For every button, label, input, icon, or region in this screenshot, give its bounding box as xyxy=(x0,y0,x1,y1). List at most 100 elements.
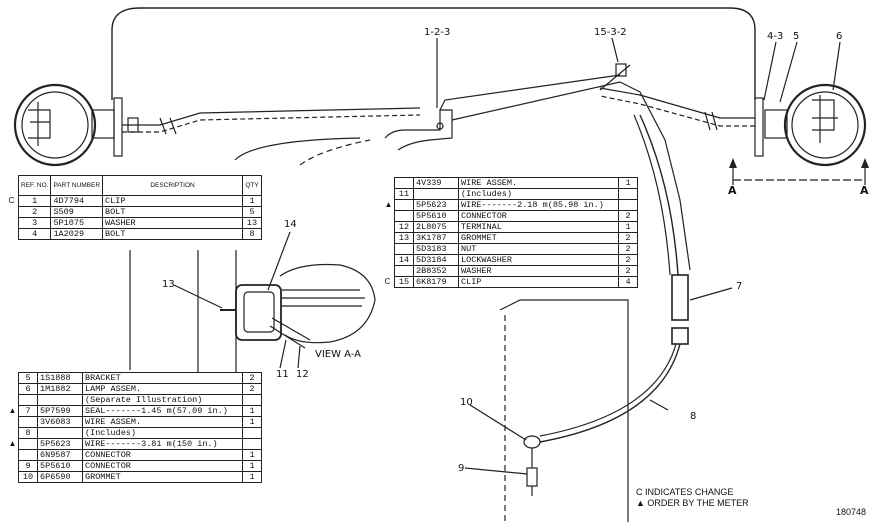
section-mark-right: A xyxy=(860,184,869,197)
callout-11: 11 xyxy=(276,369,289,380)
table1-cell-desc: BOLT xyxy=(102,206,243,218)
table1-cell-ref: 2 xyxy=(17,206,52,218)
table3-cell-desc: SEAL-------1.45 m(57.09 in.) xyxy=(82,405,243,417)
table2-row-mark: ▲ xyxy=(384,199,393,209)
table3-cell-part xyxy=(37,394,83,406)
table3-cell-part: 6N9587 xyxy=(37,449,83,461)
table3-cell-part: 3V6083 xyxy=(37,416,83,428)
table1-cell-qty: 1 xyxy=(242,195,262,207)
table2-cell-ref xyxy=(394,210,414,222)
callout-13: 13 xyxy=(162,279,175,290)
table2-cell-ref xyxy=(394,265,414,277)
table3-cell-part: 1S1888 xyxy=(37,372,83,384)
table3-cell-part: 5P7599 xyxy=(37,405,83,417)
table2-cell-part: 2B8352 xyxy=(413,265,459,277)
table2-cell-desc: WASHER xyxy=(458,265,619,277)
table3-cell-part: 6P6590 xyxy=(37,471,83,483)
table3-cell-ref xyxy=(18,416,38,428)
table1-cell-qty: 5 xyxy=(242,206,262,218)
table1-row-mark: C xyxy=(8,195,15,205)
table2-cell-desc: WIRE ASSEM. xyxy=(458,177,619,189)
table3-cell-qty xyxy=(242,394,262,406)
callout-10: 10 xyxy=(460,397,473,408)
table3-cell-ref xyxy=(18,449,38,461)
table3-cell-ref xyxy=(18,394,38,406)
callout-4-3: 4-3 xyxy=(767,31,784,42)
table2-cell-ref xyxy=(394,177,414,189)
table3-cell-qty xyxy=(242,438,262,450)
table2-cell-qty: 2 xyxy=(618,210,638,222)
table3-cell-desc: (Includes) xyxy=(82,427,243,439)
table2-cell-qty xyxy=(618,188,638,200)
table3-row-mark: ▲ xyxy=(8,438,17,448)
table3-cell-qty: 2 xyxy=(242,383,262,395)
callout-14: 14 xyxy=(284,219,297,230)
table1-cell-desc: WASHER xyxy=(102,217,243,229)
table2-cell-ref: 15 xyxy=(394,276,414,288)
table3-cell-ref: 6 xyxy=(18,383,38,395)
view-label: VIEW A-A xyxy=(315,349,362,360)
table3-cell-qty: 1 xyxy=(242,460,262,472)
table1-cell-qty: 8 xyxy=(242,228,262,240)
table3-cell-qty: 1 xyxy=(242,405,262,417)
table2-cell-qty: 4 xyxy=(618,276,638,288)
callout-1-2-3: 1-2-3 xyxy=(424,27,451,38)
table3-cell-qty: 1 xyxy=(242,471,262,483)
table3-cell-desc: CONNECTOR xyxy=(82,449,243,461)
table2-cell-desc: GROMMET xyxy=(458,232,619,244)
table2-cell-part: 5P5623 xyxy=(413,199,459,211)
table2-cell-desc: (Includes) xyxy=(458,188,619,200)
table3-row-mark: ▲ xyxy=(8,405,17,415)
table2-cell-qty: 1 xyxy=(618,177,638,189)
table3-cell-ref: 8 xyxy=(18,427,38,439)
table2-cell-part: 2L8075 xyxy=(413,221,459,233)
table1-header-qty: QTY xyxy=(242,175,262,196)
callout-5: 5 xyxy=(793,31,800,42)
table2-cell-ref: 12 xyxy=(394,221,414,233)
table3-cell-desc: WIRE ASSEM. xyxy=(82,416,243,428)
table3-cell-part: 1M1882 xyxy=(37,383,83,395)
table2-cell-qty xyxy=(618,199,638,211)
table3-row: (Separate Illustration) xyxy=(18,394,262,406)
table3-cell-ref xyxy=(18,438,38,450)
table2-cell-desc: NUT xyxy=(458,243,619,255)
table2-cell-qty: 2 xyxy=(618,254,638,266)
table2-cell-part: 5D3183 xyxy=(413,243,459,255)
table2-row: 11 (Includes) xyxy=(394,188,638,200)
callout-6: 6 xyxy=(836,31,843,42)
table2-cell-desc: TERMINAL xyxy=(458,221,619,233)
table3-cell-qty: 2 xyxy=(242,372,262,384)
table3-cell-desc: (Separate Illustration) xyxy=(82,394,243,406)
table1-cell-ref: 4 xyxy=(17,228,52,240)
table3-cell-part xyxy=(37,427,83,439)
table2-cell-qty: 2 xyxy=(618,243,638,255)
table2-cell-ref: 14 xyxy=(394,254,414,266)
table1-cell-desc: CLIP xyxy=(102,195,243,207)
table3-cell-qty xyxy=(242,427,262,439)
table2-cell-desc: CLIP xyxy=(458,276,619,288)
table2-cell-part: 5D3184 xyxy=(413,254,459,266)
table2-cell-desc: WIRE-------2.18 m(85.98 in.) xyxy=(458,199,619,211)
table2-row-mark: C xyxy=(384,276,391,286)
table2-cell-ref: 11 xyxy=(394,188,414,200)
table3-cell-desc: GROMMET xyxy=(82,471,243,483)
table2-cell-ref xyxy=(394,243,414,255)
